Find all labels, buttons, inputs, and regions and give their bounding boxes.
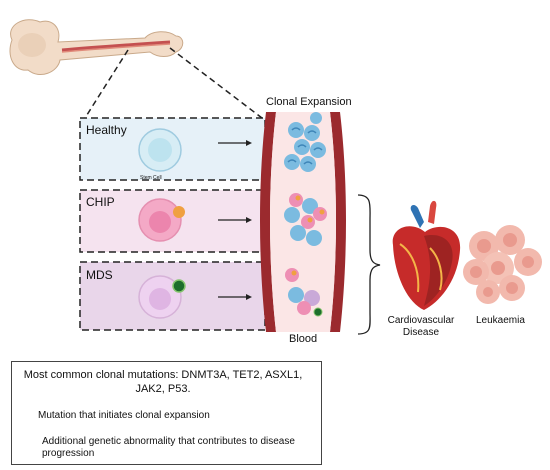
arrow-healthy [218,140,252,146]
chip-label: CHIP [86,195,115,209]
leukaemia-label: Leukaemia [476,315,525,326]
mds-label: MDS [86,268,113,282]
cardiovascular-disease-label: Cardiovascular Disease [387,315,455,338]
leukaemia-cell-cluster [463,225,542,304]
zoom-line-right [169,47,263,119]
blood-label: Blood [289,333,318,345]
legend-item-mutation: Mutation that initiates clonal expansion [38,410,210,421]
stem-cell-label: Stem Cell [140,175,162,181]
arrow-chip [218,217,252,223]
legend-item-additional-abnormality: Additional genetic abnormality that cont… [42,436,295,459]
legend-box [11,361,322,465]
femur-bone-illustration [9,19,184,75]
outcome-brace [357,194,381,335]
legend-title: Most common clonal mutations: DNMT3A, TE… [23,369,303,395]
mds-clone-cluster [285,268,323,317]
heart-illustration [392,200,461,310]
healthy-label: Healthy [86,123,127,137]
mds-mutated-cell [138,275,186,319]
zoom-line-left [84,49,129,119]
arrow-mds [218,294,252,300]
chip-mutated-cell [138,198,185,242]
healthy-stem-cell [138,128,182,172]
chip-clone-cluster [284,193,327,246]
clonal-expansion-title: Clonal Expansion [266,96,352,108]
healthy-clone-cluster [284,112,326,172]
